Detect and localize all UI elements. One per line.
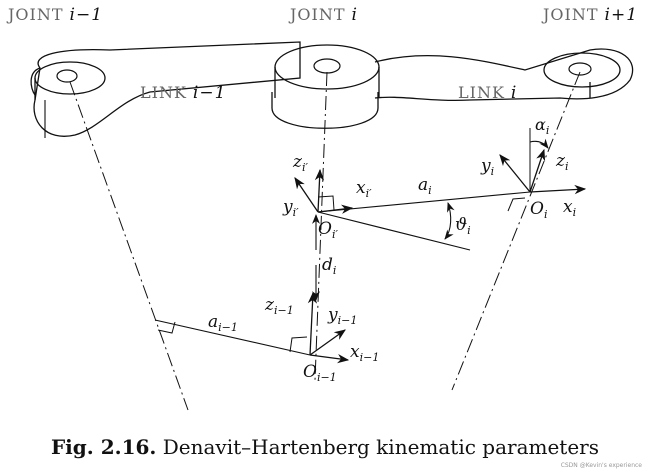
common-normals: [154, 191, 531, 356]
theta-i-arc: [444, 202, 455, 240]
x-iprime-label: xi′: [356, 178, 372, 200]
link-body-prev: [30, 41, 301, 138]
frame-iprime-axes: [294, 168, 354, 214]
frame-i-axes: [499, 128, 587, 195]
o-im1-label: Oi−1: [303, 362, 337, 384]
caption-text: Denavit–Hartenberg kinematic parameters: [162, 435, 600, 459]
z-iprime-label: zi′: [292, 152, 308, 174]
frame-im1-axes: [307, 291, 350, 364]
x-i-label: xi: [563, 197, 576, 219]
joint-axes: [69, 71, 581, 411]
alpha-i-label: αi: [535, 115, 549, 137]
z-im1-arrow: [307, 291, 318, 356]
a-i-label: ai: [418, 175, 432, 197]
a-im1-label: ai−1: [208, 312, 238, 334]
x-i-arrow: [529, 184, 587, 195]
o-iprime-label: Oi′: [318, 219, 338, 241]
x-iprime-arrow: [317, 204, 354, 214]
joint-prev-body: [34, 61, 106, 95]
z-i-arrow: [529, 148, 546, 193]
link-body-curr: [374, 48, 634, 101]
z-iprime-arrow: [314, 168, 325, 213]
x-im1-label: xi−1: [350, 342, 379, 364]
watermark: CSDN @Kevin's experience: [560, 462, 642, 469]
y-im1-label: yi−1: [327, 305, 357, 327]
d-i-label: di: [322, 255, 336, 277]
y-iprime-arrow: [294, 177, 319, 213]
y-i-label: yi: [480, 156, 494, 178]
y-i-arrow: [499, 154, 531, 193]
x-im1-arrow: [309, 353, 350, 364]
y-im1-arrow: [309, 329, 346, 356]
joint-next-body: [543, 52, 621, 88]
caption-label: Fig. 2.16.: [50, 435, 157, 459]
z-im1-label: zi−1: [264, 295, 294, 317]
y-iprime-label: yi′: [282, 197, 299, 219]
figure-caption: Fig. 2.16. Denavit–Hartenberg kinematic …: [0, 435, 650, 459]
z-i-label: zi: [555, 151, 569, 173]
o-i-label: Oi: [530, 199, 547, 221]
theta-i-label: ϑi: [455, 215, 471, 237]
